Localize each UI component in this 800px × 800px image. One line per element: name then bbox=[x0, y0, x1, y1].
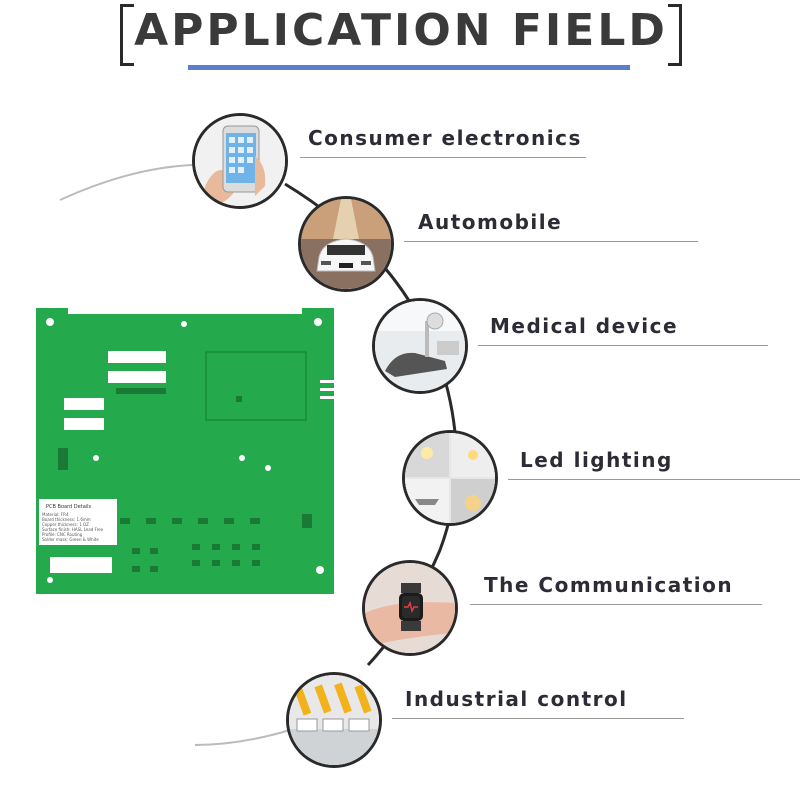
title-bracket-right bbox=[668, 4, 682, 66]
page-title: APPLICATION FIELD bbox=[134, 5, 668, 56]
communication-image bbox=[362, 560, 458, 656]
title-block: APPLICATION FIELD bbox=[120, 0, 682, 72]
pcb-label-line: Board thickness: 1.6mm bbox=[42, 517, 91, 522]
pcb-label-line: Copper thickness: 1 OZ bbox=[42, 522, 89, 527]
application-label-the-communication: The Communication bbox=[484, 573, 734, 597]
pcb-board-image: PCB Board Details Material: FR4 Board th… bbox=[36, 308, 334, 594]
application-label-industrial-control: Industrial control bbox=[405, 687, 628, 711]
led-lighting-image bbox=[402, 430, 498, 526]
consumer-electronics-image bbox=[192, 113, 288, 209]
industrial-control-image bbox=[286, 672, 382, 768]
label-rule bbox=[300, 157, 586, 158]
label-rule bbox=[478, 345, 768, 346]
pcb-label-heading: PCB Board Details bbox=[46, 504, 92, 510]
label-rule bbox=[508, 479, 800, 480]
ceiling-lamp-icon bbox=[405, 433, 495, 523]
pcb-label-line: Solder mask: Green & White bbox=[42, 537, 99, 542]
dental-chair-icon bbox=[375, 301, 465, 391]
connector-arc-bottom bbox=[194, 729, 291, 746]
smartphone-icon bbox=[195, 116, 285, 206]
application-label-consumer-electronics: Consumer electronics bbox=[308, 126, 582, 150]
application-label-led-lighting: Led lighting bbox=[520, 448, 673, 472]
application-label-automobile: Automobile bbox=[418, 210, 563, 234]
connector-arc-top bbox=[59, 164, 193, 201]
title-bracket-left bbox=[120, 4, 134, 66]
automobile-image bbox=[298, 196, 394, 292]
robot-arm-icon bbox=[289, 675, 379, 765]
title-underline bbox=[188, 65, 630, 70]
medical-device-image bbox=[372, 298, 468, 394]
car-icon bbox=[301, 199, 391, 289]
application-label-medical-device: Medical device bbox=[490, 314, 679, 338]
label-rule bbox=[404, 241, 698, 242]
label-rule bbox=[470, 604, 762, 605]
pcb-label-line: Profile: CNC Routing bbox=[42, 532, 83, 537]
smartwatch-icon bbox=[365, 563, 455, 653]
label-rule bbox=[392, 718, 684, 719]
pcb-label-line: Surface finish: HASL Lead Free bbox=[42, 527, 104, 532]
pcb-label-line: Material: FR4 bbox=[42, 512, 69, 517]
